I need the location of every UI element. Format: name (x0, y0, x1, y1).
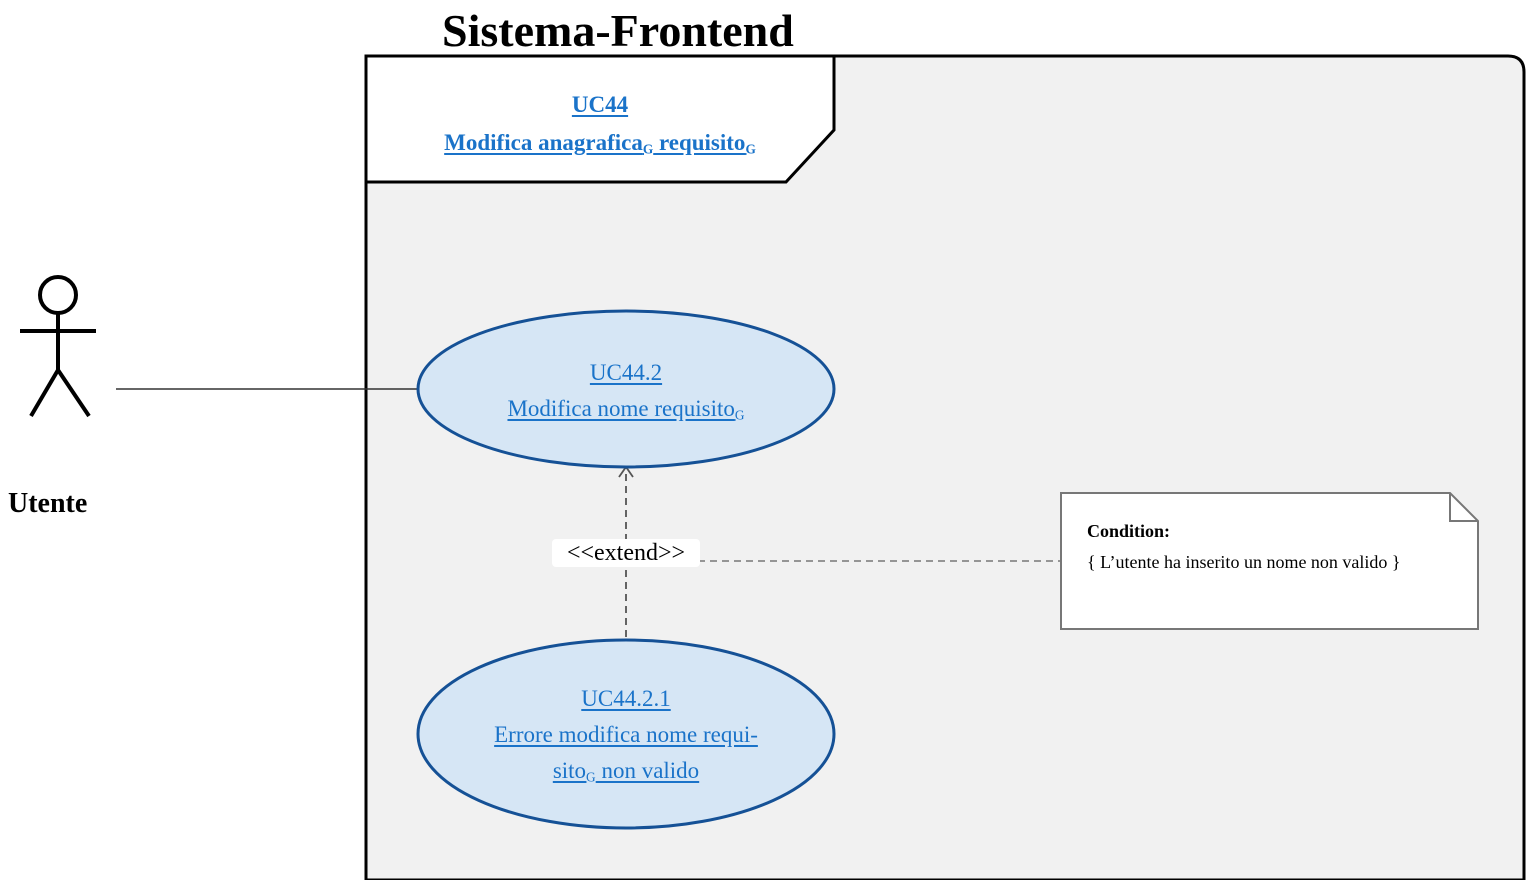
frame-label: UC44 Modifica anagraficaG requisitoG (366, 86, 834, 169)
frame-name-link[interactable]: Modifica anagraficaG requisitoG (444, 130, 756, 157)
note-corner-fold (1449, 493, 1478, 522)
actor-name: Utente (8, 488, 88, 519)
note-text: Condition: { L’utente ha inserito un nom… (1087, 516, 1455, 578)
frame-header (364, 54, 836, 184)
use-case-uc44-2[interactable] (416, 309, 836, 469)
glossary-marker: G (745, 141, 756, 157)
use-case-uc44-2-1-name-line1-link[interactable]: Errore modifica nome requi- (494, 722, 758, 747)
use-case-uc44-2-label: UC44.2 Modifica nome requisitoG (418, 355, 834, 434)
note-box (1060, 492, 1479, 630)
use-case-uc44-2-id-link[interactable]: UC44.2 (589, 360, 663, 385)
frame-id-link[interactable]: UC44 (571, 92, 629, 117)
use-case-uc44-2-1-id-link[interactable]: UC44.2.1 (581, 686, 671, 711)
use-case-uc44-2-1-name-line2-link[interactable]: sitoG non valido (552, 758, 700, 785)
extend-label: <<extend>> (552, 539, 700, 567)
note-body: { L’utente ha inserito un nome non valid… (1087, 552, 1401, 572)
use-case-uc44-2-name-link[interactable]: Modifica nome requisitoG (507, 396, 745, 423)
stick-figure-icon (20, 275, 96, 418)
glossary-marker: G (734, 407, 745, 423)
glossary-marker: G (586, 769, 596, 785)
note-heading: Condition: (1087, 521, 1171, 541)
glossary-marker: G (642, 141, 654, 157)
system-title: Sistema-Frontend (442, 5, 794, 56)
use-case-uc44-2-1[interactable] (416, 638, 836, 830)
use-case-uc44-2-1-label: UC44.2.1 Errore modifica nome requi- sit… (418, 681, 834, 796)
